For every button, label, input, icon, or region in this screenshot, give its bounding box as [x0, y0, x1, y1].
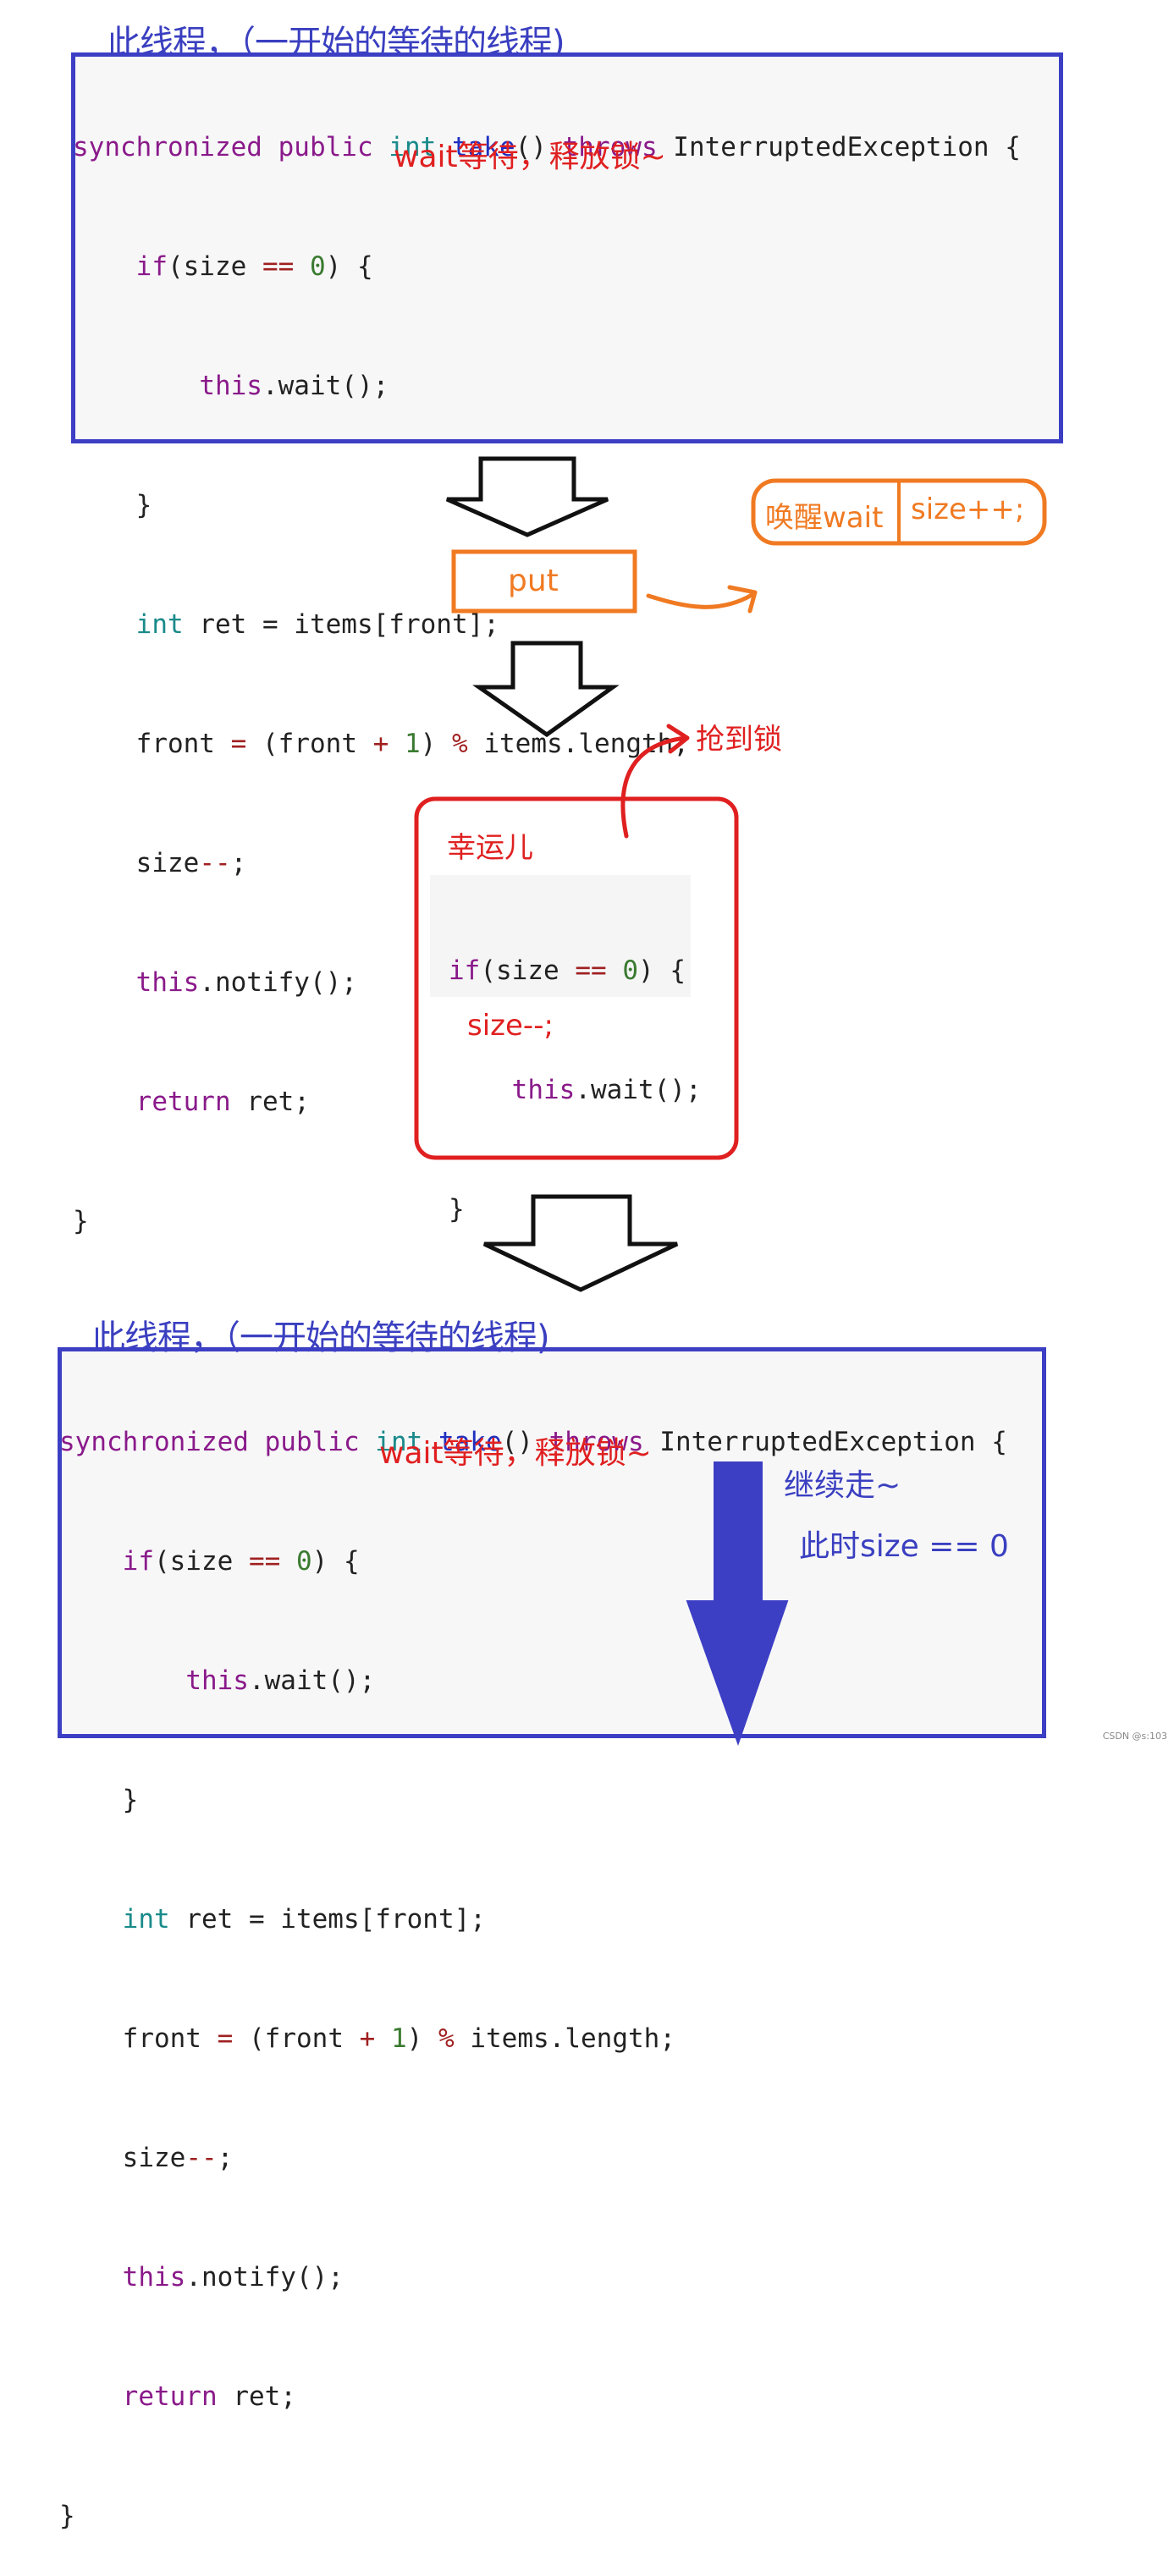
- down-arrow-3: [482, 1194, 679, 1292]
- code-line-2: if(size == 0) {: [135, 251, 373, 282]
- code-line-10: }: [73, 1206, 89, 1236]
- code-line-4: }: [135, 490, 152, 520]
- diagram-arrows: [59, 456, 1047, 1735]
- watermark: CSDN @s:103: [1102, 1731, 1167, 1742]
- lucky-code-line-2: this.wait();: [511, 1075, 702, 1105]
- code-line-8: this.notify();: [122, 2262, 344, 2293]
- code-line-7: size--;: [122, 2143, 234, 2173]
- down-arrow-1: [445, 456, 609, 537]
- code-line-10: }: [59, 2501, 75, 2531]
- code-line-1: synchronized public int take() throws In…: [73, 132, 1021, 162]
- lucky-code: if(size == 0) { this.wait(); }: [449, 872, 702, 1269]
- code-line-5: int ret = items[front];: [122, 1904, 486, 1935]
- code-line-3: this.wait();: [199, 371, 389, 401]
- lucky-box: [414, 796, 739, 1160]
- grab-lock-label: 抢到锁: [696, 723, 782, 757]
- grab-lock-arrow: [620, 735, 688, 839]
- code-line-1: synchronized public int take() throws In…: [59, 1427, 1007, 1457]
- code-line-5: int ret = items[front];: [135, 609, 499, 640]
- block1-wait-note: wait等待，释放锁~: [394, 140, 666, 174]
- block2-code-box-bg: [59, 1349, 1044, 1735]
- code-line-7: size--;: [135, 848, 247, 878]
- lucky-label: 幸运儿: [447, 831, 533, 865]
- code-line-4: }: [122, 1785, 139, 1815]
- block2-wait-note: wait等待，释放锁~: [379, 1436, 652, 1471]
- put-label: put: [508, 564, 559, 598]
- code-line-8: this.notify();: [135, 967, 357, 998]
- size-increment-label: size++;: [911, 493, 1025, 526]
- size-decrement-label: size--;: [467, 1009, 554, 1043]
- block1-code-box: [71, 52, 1063, 443]
- code-line-2: if(size == 0) {: [122, 1546, 360, 1577]
- lucky-code-bg: [430, 875, 691, 997]
- down-arrow-2: [472, 641, 620, 738]
- size-now-label: 此时size == 0: [799, 1529, 1009, 1564]
- lucky-code-line-3: }: [449, 1194, 465, 1225]
- continue-label: 继续走~: [784, 1468, 901, 1503]
- code-line-3: this.wait();: [185, 1665, 376, 1696]
- lucky-code-line-1: if(size == 0) {: [449, 955, 686, 986]
- block1-code: synchronized public int take() throws In…: [73, 48, 1021, 1281]
- wake-wait-label: 唤醒wait: [765, 501, 884, 535]
- code-line-9: return ret;: [135, 1087, 310, 1117]
- code-line-9: return ret;: [122, 2381, 296, 2412]
- code-line-6: front = (front + 1) % items.length;: [122, 2023, 675, 2054]
- put-box: [451, 549, 637, 614]
- code-line-6: front = (front + 1) % items.length;: [135, 729, 689, 759]
- block2-code-box: [58, 1347, 1046, 1738]
- put-wake-arrow: [646, 592, 756, 609]
